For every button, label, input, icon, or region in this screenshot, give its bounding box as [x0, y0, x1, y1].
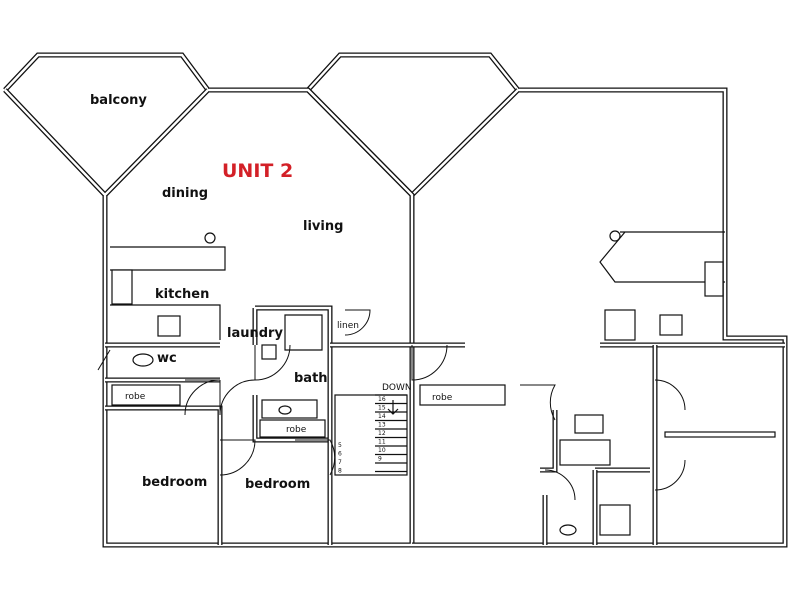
- toilet: [132, 353, 154, 367]
- doors: [97, 309, 686, 501]
- room-label-robe-left: robe: [125, 392, 146, 402]
- laundry-tub: [261, 344, 277, 360]
- room-label-laundry: laundry: [227, 326, 283, 341]
- basin: [278, 405, 292, 415]
- stair-step-number: 5: [338, 442, 342, 449]
- room-label-living: living: [303, 219, 343, 234]
- down-arrow-icon: [387, 400, 399, 415]
- fixtures: [110, 230, 776, 536]
- room-label-bedroom-2: bedroom: [245, 477, 310, 492]
- stair-step-number: 14: [378, 413, 386, 420]
- room-label-balcony: balcony: [90, 93, 147, 108]
- stair-step-number: 11: [378, 439, 386, 446]
- exterior-walls: [3, 52, 788, 548]
- stair-step-number: 10: [378, 447, 386, 454]
- stair-step-number: 6: [338, 451, 342, 458]
- stair-step-number: 16: [378, 396, 386, 403]
- room-label-kitchen: kitchen: [155, 287, 209, 302]
- light-fixture: [204, 232, 216, 244]
- room-label-robe-mid: robe: [286, 425, 307, 435]
- room-label-bath: bath: [294, 371, 328, 386]
- room-label-linen: linen: [337, 321, 359, 331]
- room-label-wc: wc: [157, 351, 177, 366]
- stair-step-number: 8: [338, 468, 342, 475]
- stair-step-number: 12: [378, 430, 386, 437]
- cooktop: [157, 315, 181, 337]
- room-label-bedroom-1: bedroom: [142, 475, 207, 490]
- stairs-direction-label: DOWN: [382, 383, 412, 393]
- stair-step-number: 13: [378, 422, 386, 429]
- stair-step-number: 15: [378, 405, 386, 412]
- stair-step-number: 9: [378, 456, 382, 463]
- room-labels: UNIT 2 balcony dining living kitchen lau…: [90, 93, 453, 492]
- interior-walls: [105, 305, 785, 545]
- room-label-robe-right: robe: [432, 393, 453, 403]
- kitchen-sink: [111, 269, 133, 305]
- stair-step-number: 7: [338, 459, 342, 466]
- shower: [284, 314, 323, 351]
- room-label-dining: dining: [162, 186, 208, 201]
- unit-title: UNIT 2: [222, 160, 293, 182]
